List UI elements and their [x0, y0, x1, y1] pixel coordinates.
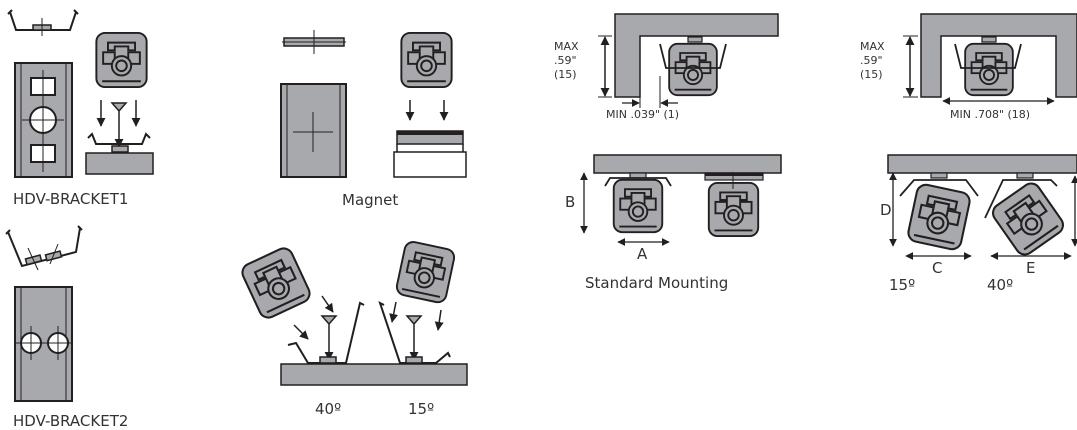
angle-40-mount-label: 40º	[987, 276, 1013, 294]
clearance-right-group: MAX .59" (15) MIN .708" (18)	[860, 13, 1077, 121]
dim-e-label: E	[1026, 259, 1035, 277]
magnet-surface	[393, 151, 467, 178]
standard-surface	[593, 154, 782, 174]
dim-a-label: A	[637, 245, 648, 263]
bracket2-group: HDV-BRACKET2	[5, 225, 128, 430]
clearance-left-frame	[614, 13, 779, 98]
dim-c-label: C	[932, 259, 942, 277]
dim-b-label: B	[565, 193, 575, 211]
angled-install-group: 40º 15º	[238, 239, 468, 418]
angled-mount-surface	[887, 154, 1077, 174]
max-right-mm: (15)	[860, 68, 883, 81]
min-right-text: MIN .708" (18)	[950, 108, 1030, 121]
magnet-label: Magnet	[342, 191, 398, 209]
max-left-value: .59"	[554, 54, 577, 67]
angled-device-15	[394, 239, 457, 305]
angled-device-40	[238, 244, 314, 322]
bracket1-surface	[85, 152, 154, 175]
bracket2-profile	[7, 227, 81, 268]
angled-surface	[280, 363, 468, 386]
standard-mounting-group: B A Standard Mounting	[565, 154, 782, 292]
min-left-text: MIN .039" (1)	[606, 108, 679, 121]
angle-15-mount-label: 15º	[889, 276, 915, 294]
max-right-value: .59"	[860, 54, 883, 67]
max-left-mm: (15)	[554, 68, 577, 81]
bracket2-label: HDV-BRACKET2	[13, 412, 128, 430]
screw-icon	[320, 315, 338, 346]
standard-device-2	[707, 181, 760, 238]
angled-mounting-group: D C E 15º 40º	[880, 154, 1077, 294]
max-left-text: MAX	[554, 40, 579, 53]
clearance-right-device	[964, 42, 1014, 97]
angled-mount-device-40	[988, 178, 1068, 260]
max-right-text: MAX	[860, 40, 885, 53]
clearance-right-frame	[920, 13, 1077, 98]
bracket1-group: HDV-BRACKET1	[7, 9, 154, 208]
standard-device-1	[612, 178, 664, 234]
angle-40-label: 40º	[315, 400, 341, 418]
bracket1-label: HDV-BRACKET1	[13, 190, 128, 208]
standard-mounting-label: Standard Mounting	[585, 274, 728, 292]
screw-icon	[405, 315, 423, 346]
magnet-device	[400, 31, 453, 89]
clearance-left-device	[668, 42, 718, 97]
bracket1-device	[95, 31, 148, 89]
screw-icon	[110, 102, 128, 133]
angled-mount-device-15	[905, 182, 973, 252]
magnet-group: Magnet	[280, 30, 467, 209]
angle-15-label: 15º	[408, 400, 434, 418]
clearance-left-group: MAX .59" (15) MIN .039" (1)	[554, 13, 779, 121]
dim-d-label: D	[880, 201, 892, 219]
